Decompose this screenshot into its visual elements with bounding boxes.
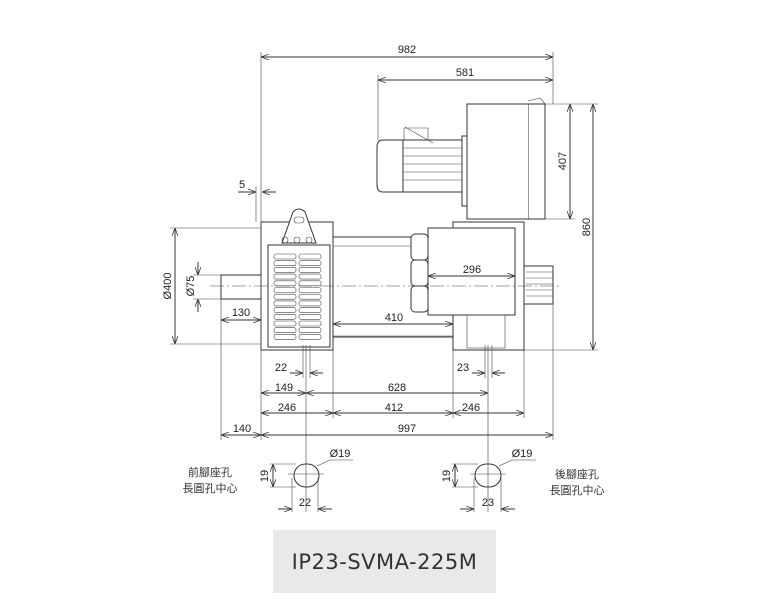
dim-410: 410 [385, 312, 403, 324]
rear-hole-height: 19 [441, 470, 453, 482]
vent-slot [298, 293, 322, 300]
vent-slot [298, 300, 322, 307]
vent-slot [298, 327, 322, 334]
front-hole-label-1: 前腳座孔 [188, 465, 232, 479]
rear-hole-label-2: 長圓孔中心 [550, 484, 605, 497]
rear-hole-dia: Ø19 [512, 448, 533, 460]
dim-130: 130 [232, 307, 250, 319]
dim-246-rear: 246 [462, 402, 480, 414]
front-hole-dia: Ø19 [330, 448, 351, 460]
vent-slot [273, 267, 297, 273]
blower-motor [376, 97, 546, 220]
motor-body [210, 208, 560, 351]
vent-slot [273, 320, 297, 327]
vent-slot [273, 307, 297, 313]
dim-860: 860 [581, 218, 593, 236]
dimension-lines [170, 52, 598, 512]
dim-246-front: 246 [278, 402, 296, 414]
front-hole-width: 22 [299, 497, 311, 509]
dim-412: 412 [385, 402, 403, 414]
vent-slot [273, 287, 297, 293]
front-foot-hole-detail: Ø19 19 22 前腳座孔 長圓孔中心 [183, 448, 353, 512]
vent-slot [273, 334, 297, 340]
dim-581: 581 [456, 67, 474, 79]
dim-407: 407 [557, 152, 569, 170]
dim-140: 140 [233, 423, 251, 435]
front-hole-label-2: 長圓孔中心 [183, 482, 238, 495]
vent-slot [298, 313, 322, 320]
vent-slot [298, 307, 322, 313]
dim-5: 5 [239, 179, 245, 191]
vent-slot [298, 253, 322, 260]
dim-23: 23 [457, 362, 469, 374]
dim-149: 149 [275, 382, 293, 394]
dim-982: 982 [398, 44, 416, 56]
vent-slot [273, 253, 297, 260]
rear-hole-width: 23 [482, 497, 494, 509]
dimension-labels: 982 581 407 860 5 Ø400 Ø75 130 410 296 2… [162, 44, 593, 435]
vent-slot [298, 273, 322, 280]
dim-997: 997 [398, 423, 416, 435]
dim-628: 628 [388, 382, 406, 394]
rear-hole-label-1: 後腳座孔 [555, 467, 599, 481]
vent-slot [298, 267, 322, 273]
dim-dia75: Ø75 [185, 276, 197, 297]
model-title-box: IP23-SVMA-225M [273, 530, 496, 593]
vent-slot [273, 300, 297, 307]
vent-slot [273, 313, 297, 320]
vent-slot [298, 334, 322, 340]
dim-22: 22 [275, 362, 287, 374]
vent-slot [298, 287, 322, 293]
vent-slot [273, 327, 297, 334]
vent-slot [298, 320, 322, 327]
vent-slot [273, 293, 297, 300]
rear-foot-hole-detail: Ø19 19 23 後腳座孔 長圓孔中心 [441, 448, 605, 512]
model-title: IP23-SVMA-225M [291, 549, 478, 574]
front-hole-height: 19 [259, 470, 271, 482]
dim-dia400: Ø400 [162, 273, 174, 300]
vent-slot [298, 260, 322, 267]
vent-slot [273, 273, 297, 280]
dim-296: 296 [463, 264, 481, 276]
vent-slot [273, 260, 297, 267]
